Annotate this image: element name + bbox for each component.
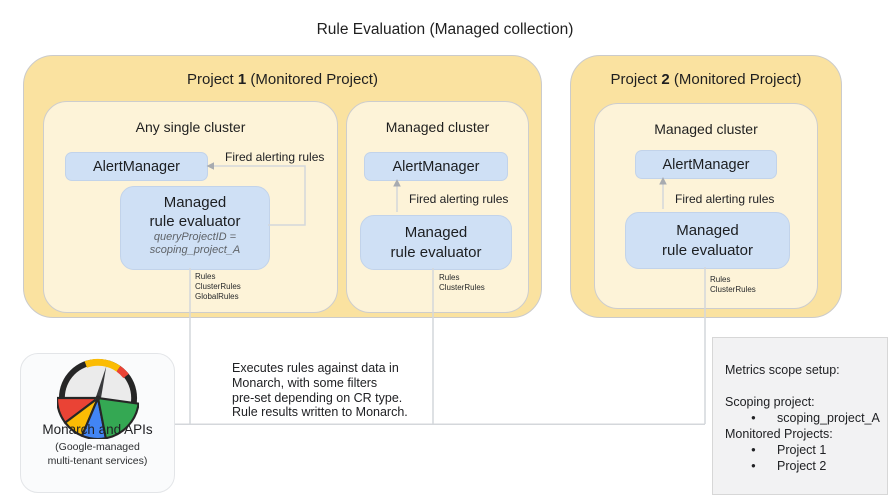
managed-cluster-title-p1: Managed cluster bbox=[385, 119, 490, 135]
evaluator-label-line2: rule evaluator bbox=[662, 242, 753, 259]
monitored-project-item-1: Project 1 bbox=[725, 442, 883, 458]
monarch-subtitle-line2: multi-tenant services) bbox=[47, 454, 148, 467]
monarch-subtitle-line1: (Google-managed bbox=[55, 441, 140, 453]
rule-types-any-single: Rules ClusterRules GlobalRules bbox=[195, 272, 241, 302]
rule-type: ClusterRules bbox=[439, 283, 485, 292]
project-1-title: Project 1 (Monitored Project) bbox=[24, 71, 541, 88]
rule-type: Rules bbox=[710, 275, 731, 284]
project-2-title-suffix: (Monitored Project) bbox=[669, 71, 802, 88]
metrics-scope-box: Metrics scope setup: Scoping project: sc… bbox=[712, 337, 888, 495]
rule-types-p2: Rules ClusterRules bbox=[710, 275, 756, 295]
managed-cluster-box-p1: Managed cluster AlertManager Fired alert… bbox=[346, 101, 529, 313]
rule-type: GlobalRules bbox=[195, 292, 239, 301]
evaluator-label-line1: Managed bbox=[404, 224, 468, 241]
monarch-gauge-icon bbox=[57, 358, 139, 439]
project-2-number: 2 bbox=[661, 71, 670, 88]
project-2-box: Project 2 (Monitored Project) Managed cl… bbox=[570, 55, 842, 318]
note-line: Rule results written to Monarch. bbox=[232, 405, 408, 420]
managed-rule-evaluator-box-p2: Managed rule evaluator bbox=[625, 212, 790, 269]
note-line: Executes rules against data in bbox=[232, 361, 399, 375]
rule-type: ClusterRules bbox=[710, 285, 756, 294]
rule-type: ClusterRules bbox=[195, 282, 241, 291]
project-1-box: Project 1 (Monitored Project) Any single… bbox=[23, 55, 542, 318]
evaluator-query-project-line2: scoping_project_A bbox=[149, 244, 241, 256]
scoping-project-item: scoping_project_A bbox=[725, 410, 883, 426]
monarch-subtitle: (Google-managed multi-tenant services) bbox=[21, 441, 174, 468]
any-single-cluster-title: Any single cluster bbox=[135, 119, 246, 135]
alertmanager-box-any-single: AlertManager bbox=[65, 152, 208, 181]
evaluator-label-line2: rule evaluator bbox=[390, 244, 482, 261]
monitored-project-item-2: Project 2 bbox=[725, 458, 883, 474]
diagram-title: Rule Evaluation (Managed collection) bbox=[316, 21, 574, 38]
alertmanager-box-p2: AlertManager bbox=[635, 150, 777, 179]
project-1-number: 1 bbox=[237, 71, 247, 88]
alertmanager-box-p1: AlertManager bbox=[364, 152, 508, 181]
project-1-title-suffix: (Monitored Project) bbox=[246, 71, 378, 88]
monarch-box: Monarch and APIs (Google-managed multi-t… bbox=[20, 353, 175, 493]
monitored-projects-label: Monitored Projects: bbox=[725, 427, 833, 441]
note-line: Monarch, with some filters bbox=[232, 375, 378, 390]
note-line: pre-set depending on CR type. bbox=[232, 390, 403, 405]
fired-alerting-rules-label-p1: Fired alerting rules bbox=[409, 192, 509, 206]
rule-type: Rules bbox=[195, 272, 216, 281]
evaluator-query-project-line1: queryProjectID = bbox=[153, 231, 237, 243]
note-text: Executes rules against data in Monarch, … bbox=[232, 361, 408, 420]
managed-cluster-title-p2: Managed cluster bbox=[654, 121, 758, 137]
fired-alerting-rules-label-p2: Fired alerting rules bbox=[675, 192, 775, 206]
managed-cluster-box-p2: Managed cluster AlertManager Fired alert… bbox=[594, 103, 818, 309]
metrics-scope-title: Metrics scope setup: bbox=[725, 363, 840, 377]
evaluator-label-line2: rule evaluator bbox=[149, 213, 241, 230]
evaluator-label-line1: Managed bbox=[676, 222, 739, 239]
scoping-project-label: Scoping project: bbox=[725, 395, 815, 409]
spacer bbox=[725, 378, 883, 394]
fired-alerting-rules-label-any-single: Fired alerting rules bbox=[225, 150, 325, 164]
evaluator-label-line1: Managed bbox=[163, 194, 227, 211]
managed-rule-evaluator-box-p1: Managed rule evaluator bbox=[360, 215, 512, 270]
rule-type: Rules bbox=[439, 273, 460, 282]
monarch-title: Monarch and APIs bbox=[42, 422, 153, 437]
project-2-title-prefix: Project bbox=[610, 71, 662, 88]
project-2-title: Project 2 (Monitored Project) bbox=[571, 71, 841, 88]
rule-types-p1: Rules ClusterRules bbox=[439, 273, 485, 293]
project-1-title-prefix: Project bbox=[187, 71, 238, 88]
managed-rule-evaluator-box-any-single: Managed rule evaluator queryProjectID = … bbox=[120, 186, 270, 270]
any-single-cluster-box: Any single cluster AlertManager Fired al… bbox=[43, 101, 338, 313]
